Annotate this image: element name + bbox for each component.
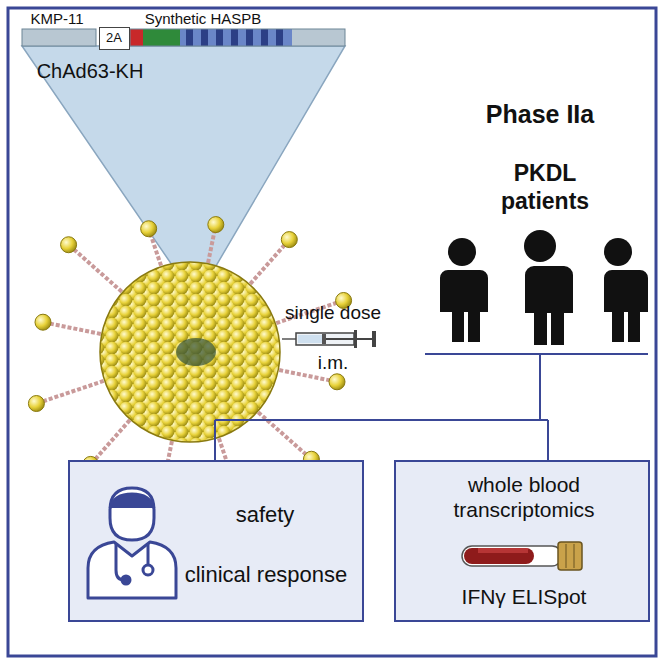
doctor-icon: [76, 480, 186, 630]
blood-tube-icon: [458, 532, 588, 582]
repeat-stripes: [186, 29, 283, 46]
frame: [8, 8, 656, 656]
label: Synthetic HASPB: [133, 10, 273, 27]
assay-box: whole blood transcriptomicsIFNγ ELISpot: [394, 460, 650, 622]
label: i.m.: [303, 352, 363, 374]
haspb-green: [143, 29, 180, 46]
label: ChAd63-KH: [25, 60, 155, 83]
label: Phase IIa: [465, 100, 615, 129]
outcome-box: safety clinical response: [68, 460, 364, 622]
haspb-end: [292, 29, 345, 46]
label: single dose: [273, 302, 393, 324]
syringe: [282, 330, 376, 348]
kmp11-segment: [22, 29, 96, 46]
patient-icons: [436, 230, 648, 345]
node-text: 2A: [100, 30, 128, 46]
virus-capsid: [100, 262, 280, 442]
haspb-red: [130, 29, 143, 46]
label: KMP-11: [12, 10, 102, 27]
virus-genome: [176, 338, 216, 366]
label: PKDL: [485, 160, 605, 186]
cleavage-box: 2A: [99, 27, 130, 50]
label: patients: [485, 188, 605, 214]
haspb-outline: [130, 29, 345, 46]
node-text: IFNγ ELISpot: [436, 584, 612, 609]
haspb-repeats: [180, 29, 292, 46]
node-text: whole blood transcriptomics: [436, 472, 612, 522]
node-text: clinical response: [178, 562, 354, 588]
branch-lines: [215, 354, 648, 460]
node-text: safety: [190, 502, 340, 528]
